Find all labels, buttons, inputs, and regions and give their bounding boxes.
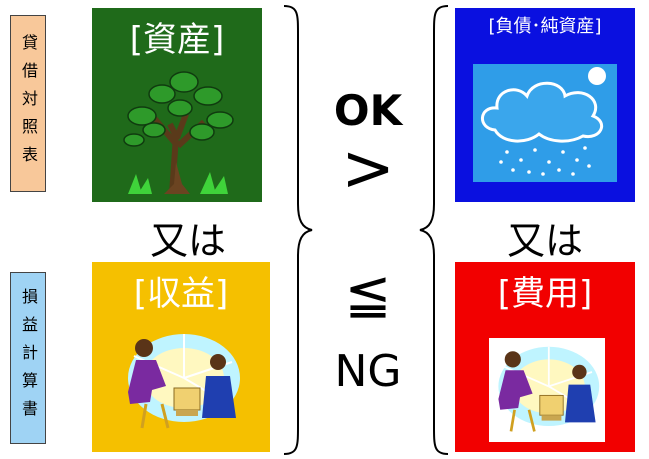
ng-text: NG (334, 346, 402, 397)
cloud-snow-icon (473, 64, 617, 182)
less-equal-symbol: ≦ (344, 262, 392, 327)
right-brace (283, 5, 313, 455)
assets-title: [資産] (129, 20, 225, 60)
income-statement-label: 損益計算書 (10, 272, 46, 444)
left-or-text: 又は (149, 219, 226, 263)
people-computer-icon (498, 346, 600, 432)
expenses-title: [費用] (497, 274, 593, 314)
ok-text: OK (333, 86, 403, 135)
people-computer-icon (128, 334, 240, 429)
revenue-panel: [収益] (92, 262, 270, 452)
expenses-panel: [費用] (455, 262, 635, 452)
revenue-title: [収益] (133, 274, 229, 314)
left-brace (419, 5, 449, 455)
greater-than-symbol: > (341, 132, 395, 206)
balance-sheet-label: 貸借対照表 (10, 15, 46, 192)
liabilities-equity-panel: [負債･純資産] (455, 8, 635, 202)
assets-panel: [資産] (92, 8, 262, 202)
liabilities-equity-title: [負債･純資産] (488, 16, 602, 37)
tree-icon (123, 71, 234, 195)
right-or-text: 又は (506, 219, 583, 263)
